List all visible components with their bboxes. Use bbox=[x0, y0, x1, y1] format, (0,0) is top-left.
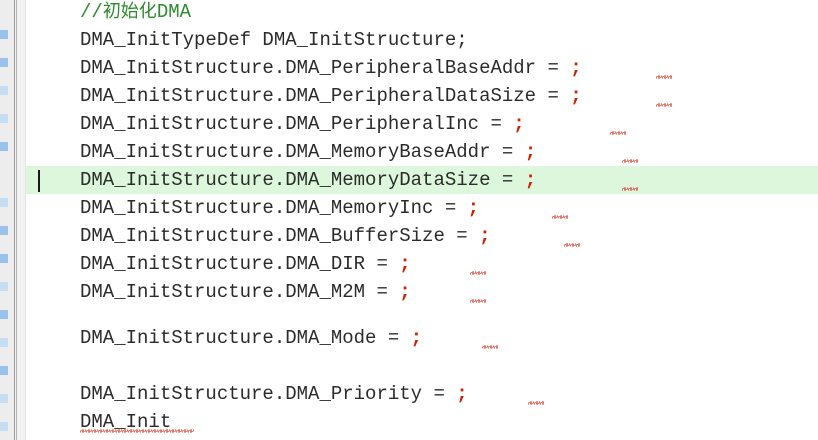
error-squiggle-underline bbox=[622, 187, 638, 191]
gutter-divider-line-1 bbox=[14, 0, 15, 440]
code-line[interactable]: DMA_InitStructure.DMA_MemoryDataSize = ; bbox=[80, 166, 536, 194]
line-number-marker bbox=[0, 338, 8, 347]
error-squiggle-underline bbox=[622, 159, 638, 163]
error-squiggle-underline bbox=[656, 103, 672, 107]
current-line-highlight bbox=[26, 166, 818, 194]
gutter-marker-strip bbox=[0, 0, 14, 440]
error-token-semicolon: ; bbox=[513, 113, 525, 135]
line-number-marker bbox=[0, 142, 8, 151]
error-token-semicolon: ; bbox=[570, 85, 582, 107]
error-token-semicolon: ; bbox=[399, 253, 411, 275]
code-text: DMA_InitStructure.DMA_PeripheralDataSize… bbox=[80, 85, 571, 107]
error-squiggle-underline bbox=[482, 345, 498, 349]
code-text: DMA_InitStructure.DMA_MemoryInc = bbox=[80, 197, 468, 219]
text-cursor bbox=[38, 170, 40, 192]
error-token-semicolon: ; bbox=[456, 383, 468, 405]
code-text: DMA_InitStructure.DMA_DIR = bbox=[80, 253, 400, 275]
error-squiggle-underline bbox=[528, 401, 544, 405]
code-text: DMA_InitStructure.DMA_M2M = bbox=[80, 281, 400, 303]
comment-suffix-text: DMA bbox=[156, 1, 192, 23]
comment-slashes: // bbox=[80, 1, 103, 23]
error-squiggle-underline bbox=[80, 429, 194, 433]
line-number-marker bbox=[0, 30, 8, 39]
error-token-semicolon: ; bbox=[524, 169, 537, 191]
code-line[interactable]: DMA_InitStructure.DMA_Priority = ; bbox=[80, 380, 468, 408]
line-number-marker bbox=[0, 254, 8, 263]
error-token-semicolon: ; bbox=[524, 141, 537, 163]
code-line[interactable]: DMA_Init bbox=[80, 408, 171, 436]
error-token-semicolon: ; bbox=[399, 281, 411, 303]
line-number-marker bbox=[0, 394, 8, 403]
line-number-marker bbox=[0, 58, 8, 67]
error-squiggle-underline bbox=[610, 131, 626, 135]
line-number-marker bbox=[0, 198, 8, 207]
error-squiggle-underline bbox=[656, 75, 672, 79]
error-squiggle-underline bbox=[470, 299, 486, 303]
code-line[interactable]: DMA_InitStructure.DMA_BufferSize = ; bbox=[80, 222, 490, 250]
code-text: DMA_InitStructure.DMA_MemoryDataSize = bbox=[80, 169, 525, 191]
code-text: DMA_InitStructure.DMA_BufferSize = bbox=[80, 225, 480, 247]
code-text: DMA_InitStructure.DMA_Mode = bbox=[80, 327, 411, 349]
code-line[interactable]: DMA_InitStructure.DMA_PeripheralDataSize… bbox=[80, 82, 582, 110]
code-editing-area[interactable] bbox=[26, 0, 818, 440]
error-token-semicolon: ; bbox=[479, 225, 491, 247]
code-line[interactable]: DMA_InitStructure.DMA_PeripheralInc = ; bbox=[80, 110, 525, 138]
line-number-marker bbox=[0, 282, 8, 291]
code-line[interactable]: DMA_InitStructure.DMA_PeripheralBaseAddr… bbox=[80, 54, 582, 82]
line-number-marker bbox=[0, 226, 8, 235]
code-text: DMA_InitTypeDef DMA_InitStructure; bbox=[80, 29, 468, 51]
error-token-semicolon: ; bbox=[467, 197, 480, 219]
error-squiggle-underline bbox=[470, 271, 486, 275]
code-line[interactable]: DMA_InitStructure.DMA_MemoryInc = ; bbox=[80, 194, 479, 222]
code-text: DMA_InitStructure.DMA_MemoryBaseAddr = bbox=[80, 141, 525, 163]
code-line[interactable]: DMA_InitTypeDef DMA_InitStructure; bbox=[80, 26, 468, 54]
gutter-right-edge bbox=[25, 0, 26, 440]
code-text: DMA_InitStructure.DMA_PeripheralInc = bbox=[80, 113, 514, 135]
error-token-semicolon: ; bbox=[410, 327, 423, 349]
line-number-marker bbox=[0, 310, 8, 319]
gutter-divider-line-2 bbox=[16, 0, 17, 440]
error-squiggle-underline bbox=[564, 243, 580, 247]
code-line[interactable]: DMA_InitStructure.DMA_Mode = ; bbox=[80, 324, 422, 352]
code-text: DMA_Init bbox=[80, 411, 172, 433]
code-line[interactable]: DMA_InitStructure.DMA_DIR = ; bbox=[80, 250, 411, 278]
line-number-marker bbox=[0, 114, 8, 123]
code-comment-line[interactable]: //初始化DMA bbox=[80, 0, 191, 26]
comment-cjk-text: 初始化 bbox=[102, 1, 157, 22]
line-number-marker bbox=[0, 86, 8, 95]
line-number-gutter[interactable] bbox=[0, 0, 26, 440]
code-text: DMA_InitStructure.DMA_PeripheralBaseAddr… bbox=[80, 57, 571, 79]
line-number-marker bbox=[0, 366, 8, 375]
code-line[interactable]: DMA_InitStructure.DMA_M2M = ; bbox=[80, 278, 411, 306]
code-line[interactable]: DMA_InitStructure.DMA_MemoryBaseAddr = ; bbox=[80, 138, 536, 166]
error-squiggle-underline bbox=[552, 215, 568, 219]
error-token-semicolon: ; bbox=[570, 57, 582, 79]
line-number-marker bbox=[0, 422, 8, 431]
code-text: DMA_InitStructure.DMA_Priority = bbox=[80, 383, 457, 405]
